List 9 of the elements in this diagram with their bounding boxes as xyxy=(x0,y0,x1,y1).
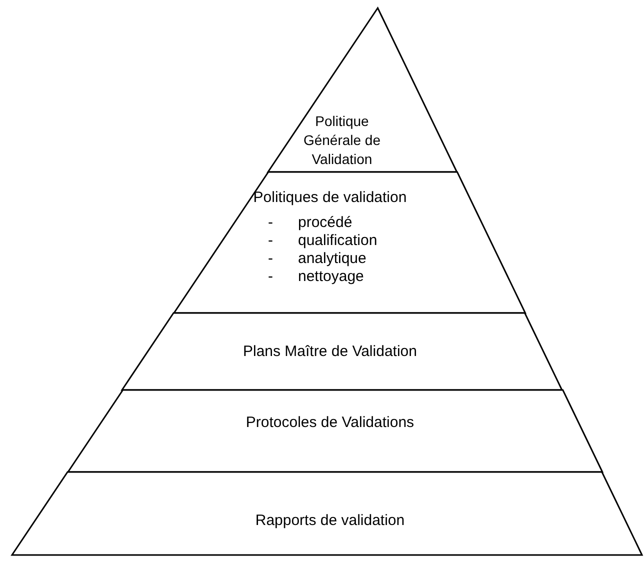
tier-label: Protocoles de Validations xyxy=(244,413,416,433)
list-item: - procédé xyxy=(268,214,352,232)
tier-label: Politiques de validation xyxy=(252,188,408,208)
tier-label: Rapports de validation xyxy=(254,511,406,531)
list-item: - nettoyage xyxy=(268,268,364,286)
list-item: - analytique xyxy=(268,250,366,268)
tier-label: Politique Générale de Validation xyxy=(302,112,382,169)
tier-label: Plans Maître de Validation xyxy=(242,342,418,362)
list-item: - qualification xyxy=(268,232,378,250)
